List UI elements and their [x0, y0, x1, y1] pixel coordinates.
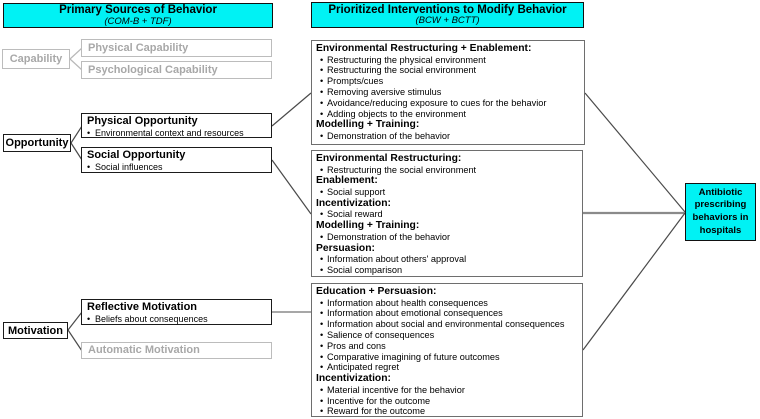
intervention-heading: Environmental Restructuring: [316, 153, 462, 164]
bullet-icon: • [320, 130, 324, 141]
intervention-bullet: •Social support [320, 186, 386, 197]
bullet-icon: • [320, 362, 324, 373]
source-box-bullet: • Beliefs about consequences [87, 314, 266, 324]
bullet-icon: • [320, 308, 324, 319]
intervention-bullet: •Pros and cons [320, 340, 386, 351]
source-box-title: Reflective Motivation [87, 301, 198, 313]
source-box-social-opportunity: Social Opportunity • Social influences [81, 147, 272, 173]
intervention-heading: Education + Persuasion: [316, 286, 437, 297]
bullet-icon: • [320, 395, 324, 406]
bullet-icon: • [320, 86, 324, 97]
bullet-icon: • [320, 108, 324, 119]
intervention-bullet: •Incentive for the outcome [320, 395, 431, 406]
source-box-bullet-text: Beliefs about consequences [95, 313, 208, 324]
header-prioritized-interventions-subtitle: (BCW + BCTT) [415, 15, 480, 26]
connector-motivation-reflective [67, 311, 83, 331]
intervention-bullet: •Anticipated regret [320, 362, 400, 373]
source-box-title: Social Opportunity [87, 149, 186, 161]
intervention-bullet: •Social reward [320, 209, 383, 220]
intervention-bullet: •Information about others' approval [320, 254, 467, 265]
intervention-heading: Environmental Restructuring + Enablement… [316, 43, 532, 54]
source-box-physical-capability: Physical Capability [81, 39, 272, 57]
source-box-bullet-text: Social influences [95, 161, 163, 172]
header-primary-sources-subtitle: (COM-B + TDF) [104, 15, 172, 27]
header-prioritized-interventions-title: Prioritized Interventions to Modify Beha… [328, 3, 567, 16]
bullet-icon: • [320, 351, 324, 362]
intervention-bullet: •Restructuring the physical environment [320, 54, 486, 65]
intervention-heading: Incentivization: [316, 373, 391, 385]
connector-intervention1-outcome [584, 92, 686, 213]
intervention-heading: Incentivization: [316, 197, 391, 209]
intervention-bullet: •Restructuring the social environment [320, 164, 477, 175]
source-box-bullet-text: Environmental context and resources [95, 127, 244, 138]
source-box-psychological-capability: Psychological Capability [81, 61, 272, 79]
source-box-title: Physical Opportunity [87, 115, 198, 127]
category-label: Capability [9, 53, 63, 65]
source-box-reflective-motivation: Reflective Motivation • Beliefs about co… [81, 299, 272, 325]
bullet-icon: • [320, 406, 324, 417]
intervention-heading: Modelling + Training: [316, 220, 420, 232]
bullet-icon: • [320, 340, 324, 351]
category-box-capability: Capability [2, 49, 70, 69]
intervention-bullet: •Information about health consequences [320, 297, 488, 308]
header-primary-sources: Primary Sources of Behavior (COM-B + TDF… [3, 3, 273, 28]
header-primary-sources-title: Primary Sources of Behavior [59, 4, 217, 16]
source-box-title: Automatic Motivation [88, 344, 200, 357]
intervention-bullet: •Social comparison [320, 264, 403, 275]
intervention-bullet: •Reward for the outcome [320, 406, 426, 417]
header-prioritized-interventions: Prioritized Interventions to Modify Beha… [311, 2, 584, 28]
bullet-icon: • [320, 164, 324, 175]
intervention-bullet: •Material incentive for the behavior [320, 384, 465, 395]
intervention-box-environmental-restructuring-enablement: Environmental Restructuring + Enablement… [311, 40, 585, 145]
source-box-title: Psychological Capability [88, 63, 218, 76]
outcome-box-antibiotic-prescribing: Antibiotic prescribing behaviors in hosp… [685, 183, 756, 241]
category-label: Opportunity [5, 137, 69, 149]
category-box-motivation: Motivation [3, 322, 68, 339]
intervention-heading: Modelling + Training: [316, 119, 420, 131]
category-box-opportunity: Opportunity [3, 134, 71, 152]
connector-social-opportunity-intervention2 [271, 159, 312, 215]
intervention-bullet: •Removing aversive stimulus [320, 86, 442, 97]
source-box-title: Physical Capability [88, 41, 189, 54]
bullet-icon: • [320, 209, 324, 220]
bullet-icon: • [320, 329, 324, 340]
source-box-automatic-motivation: Automatic Motivation [81, 342, 272, 359]
connector-physical-opportunity-intervention1 [271, 92, 312, 127]
bullet-icon: • [87, 161, 91, 172]
source-box-physical-opportunity: Physical Opportunity • Environmental con… [81, 113, 272, 138]
intervention-heading: Enablement: [316, 175, 378, 187]
bullet-icon: • [320, 231, 324, 242]
intervention-bullet: •Salience of consequences [320, 329, 435, 340]
intervention-bullet: •Information about social and environmen… [320, 319, 565, 330]
intervention-box-education-persuasion: Education + Persuasion: •Information abo… [311, 283, 583, 417]
bullet-icon: • [320, 319, 324, 330]
connector-motivation-automatic [67, 329, 83, 352]
bullet-icon: • [87, 313, 91, 324]
source-box-bullet: • Environmental context and resources [87, 128, 266, 138]
intervention-bullet: •Comparative imagining of future outcome… [320, 351, 500, 362]
bullet-icon: • [320, 97, 324, 108]
bullet-icon: • [320, 65, 324, 76]
bullet-icon: • [320, 186, 324, 197]
connector-intervention3-outcome [582, 212, 686, 351]
bullet-icon: • [320, 297, 324, 308]
bullet-icon: • [320, 264, 324, 275]
source-box-bullet: • Social influences [87, 162, 266, 172]
bullet-icon: • [320, 254, 324, 265]
intervention-box-social-environment: Environmental Restructuring: •Restructur… [311, 150, 583, 277]
bullet-icon: • [320, 384, 324, 395]
intervention-bullet: •Prompts/cues [320, 76, 384, 87]
intervention-bullet: •Demonstration of the behavior [320, 130, 451, 141]
intervention-bullet: •Demonstration of the behavior [320, 231, 451, 242]
bullet-icon: • [87, 127, 91, 138]
category-label: Motivation [8, 324, 63, 337]
intervention-bullet: •Adding objects to the environment [320, 108, 466, 119]
intervention-heading: Persuasion: [316, 242, 375, 254]
bullet-icon: • [320, 54, 324, 65]
intervention-bullet: •Restructuring the social environment [320, 65, 477, 76]
bullet-icon: • [320, 76, 324, 87]
intervention-bullet: •Information about emotional consequence… [320, 308, 503, 319]
intervention-bullet: •Avoidance/reducing exposure to cues for… [320, 97, 547, 108]
